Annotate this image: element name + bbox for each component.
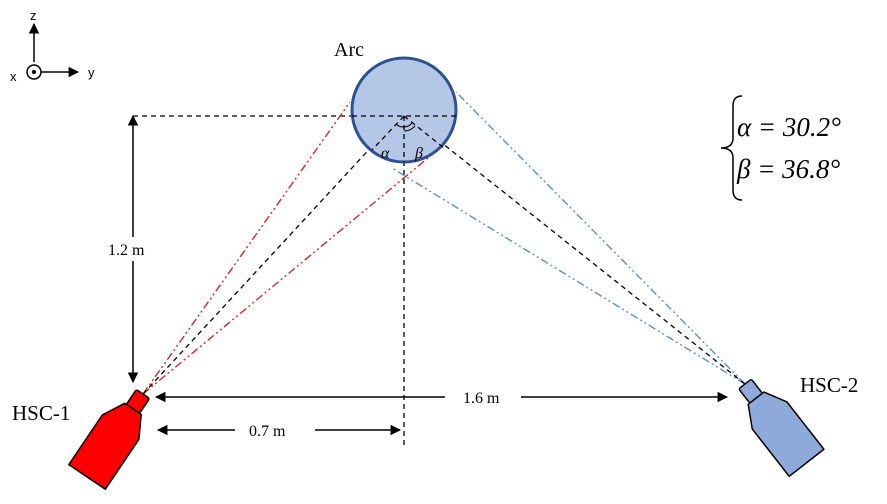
hsc1-ray-lower [142, 157, 429, 395]
beta-label: β [414, 145, 423, 162]
alpha-label: α [381, 145, 390, 162]
height-dimension-label: 1.2 m [108, 242, 145, 259]
alpha-angle-arc [395, 123, 405, 128]
hsc1-ray-upper [142, 101, 351, 395]
hsc1-camera [68, 389, 150, 490]
z-axis-label: z [30, 8, 37, 23]
hsc1-center-ray [142, 115, 401, 395]
total-width-label-bg [445, 384, 521, 408]
hsc1-field-of-view-rays [142, 101, 429, 395]
hsc1-label: HSC-1 [12, 401, 70, 425]
hsc1-body [68, 402, 142, 490]
beta-value-text: β = 36.8° [736, 154, 840, 184]
angle-values-brace [720, 95, 743, 201]
hsc2-field-of-view-rays [391, 91, 746, 385]
axes-indicator: z x y [10, 8, 95, 84]
x-axis-label: x [10, 69, 17, 84]
alpha-value-text: α = 30.2° [737, 112, 841, 142]
beta-angle-arc-outer [403, 125, 416, 132]
total-width-dimension-label: 1.6 m [463, 390, 500, 407]
hsc2-ray-lower [391, 167, 746, 385]
center-offset-label-bg [235, 418, 315, 442]
arc-alpha-line [371, 115, 405, 151]
hsc2-center-ray [407, 115, 746, 385]
hsc2-camera [738, 379, 825, 478]
height-label-bg [104, 237, 160, 261]
hsc2-body [747, 391, 825, 478]
beta-angle-arc-inner [403, 122, 413, 128]
hsc2-label: HSC-2 [800, 373, 858, 397]
arc-label: Arc [334, 39, 364, 61]
x-axis-dot [32, 70, 36, 74]
center-offset-dimension-label: 0.7 m [249, 423, 286, 440]
hsc2-ray-upper [455, 91, 746, 385]
y-axis-label: y [88, 65, 95, 80]
